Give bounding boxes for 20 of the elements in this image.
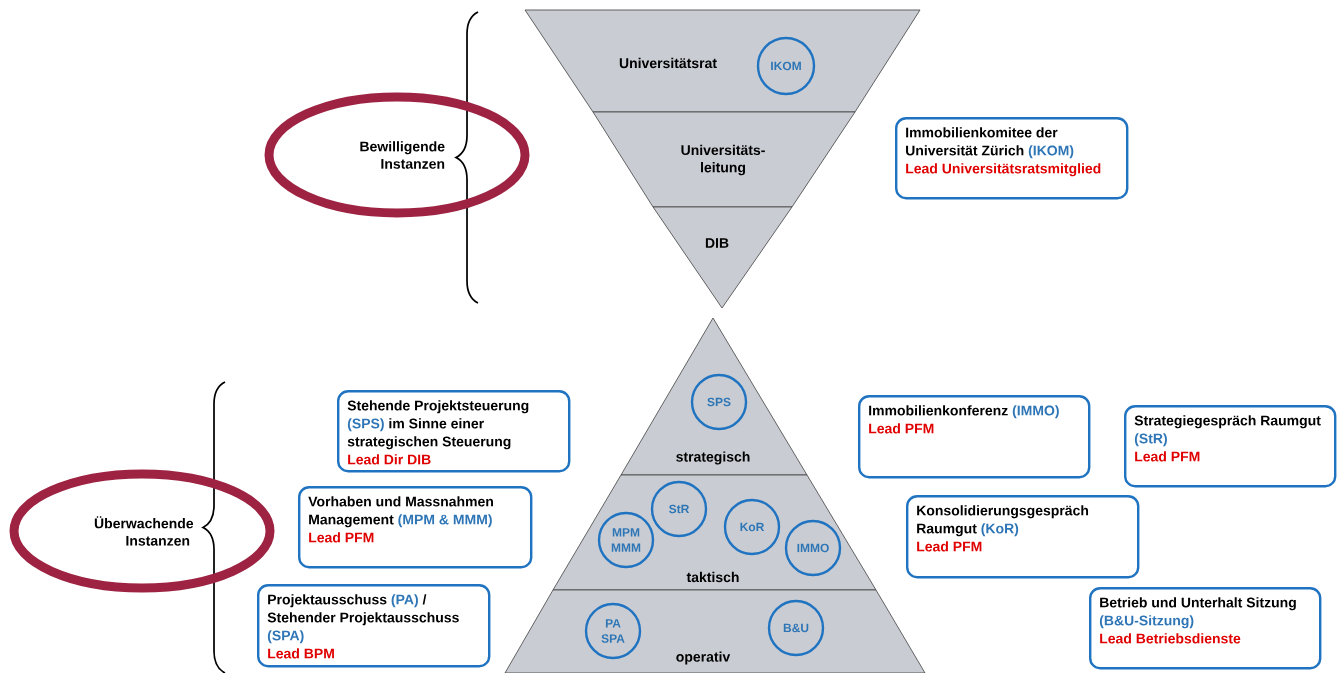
circle-badge: B&U (767, 599, 825, 657)
info-box: Immobilienkonferenz (IMMO) Lead PFM (858, 395, 1091, 479)
info-box: Projektausschuss (PA) / Stehender Projektausschuss (SPA) Lead BPM (257, 583, 491, 668)
funnel-tier: Universitäts- leitung (592, 111, 856, 208)
circle-badge: SPS (690, 373, 748, 431)
ellipse-highlight: Bewilligende Instanzen (264, 92, 530, 218)
circle-badge: KoR (723, 498, 781, 556)
circle-badge: PA SPA (584, 602, 642, 660)
circle-badge: IMMO (784, 519, 842, 577)
circle-badge: StR (650, 480, 708, 538)
info-box: Strategiegespräch Raumgut (StR) Lead PFM (1124, 405, 1337, 488)
ellipse-highlight: Überwachende Instanzen (9, 469, 275, 593)
circle-badge: IKOM (756, 36, 816, 96)
info-box: Konsolidierungsgespräch Raumgut (KoR) Lead PFM (906, 495, 1140, 579)
info-box: Vorhaben und Massnahmen Management (MPM & MMM) Lead PFM (298, 486, 533, 569)
info-box: Immobilienkomitee der Universität Zürich (IKOM) Lead Universitätsratsmitglied (895, 117, 1129, 200)
circle-badge: MPM MMM (597, 511, 655, 569)
info-box: Stehende Projektsteuerung (SPS) im Sinne einer strategischen Steuerung Lead Dir DIB (337, 390, 571, 473)
info-box: Betrieb und Unterhalt Sitzung (B&U-Sitzung) Lead Betriebsdienste (1089, 586, 1322, 670)
funnel-tier: DIB (652, 206, 793, 309)
